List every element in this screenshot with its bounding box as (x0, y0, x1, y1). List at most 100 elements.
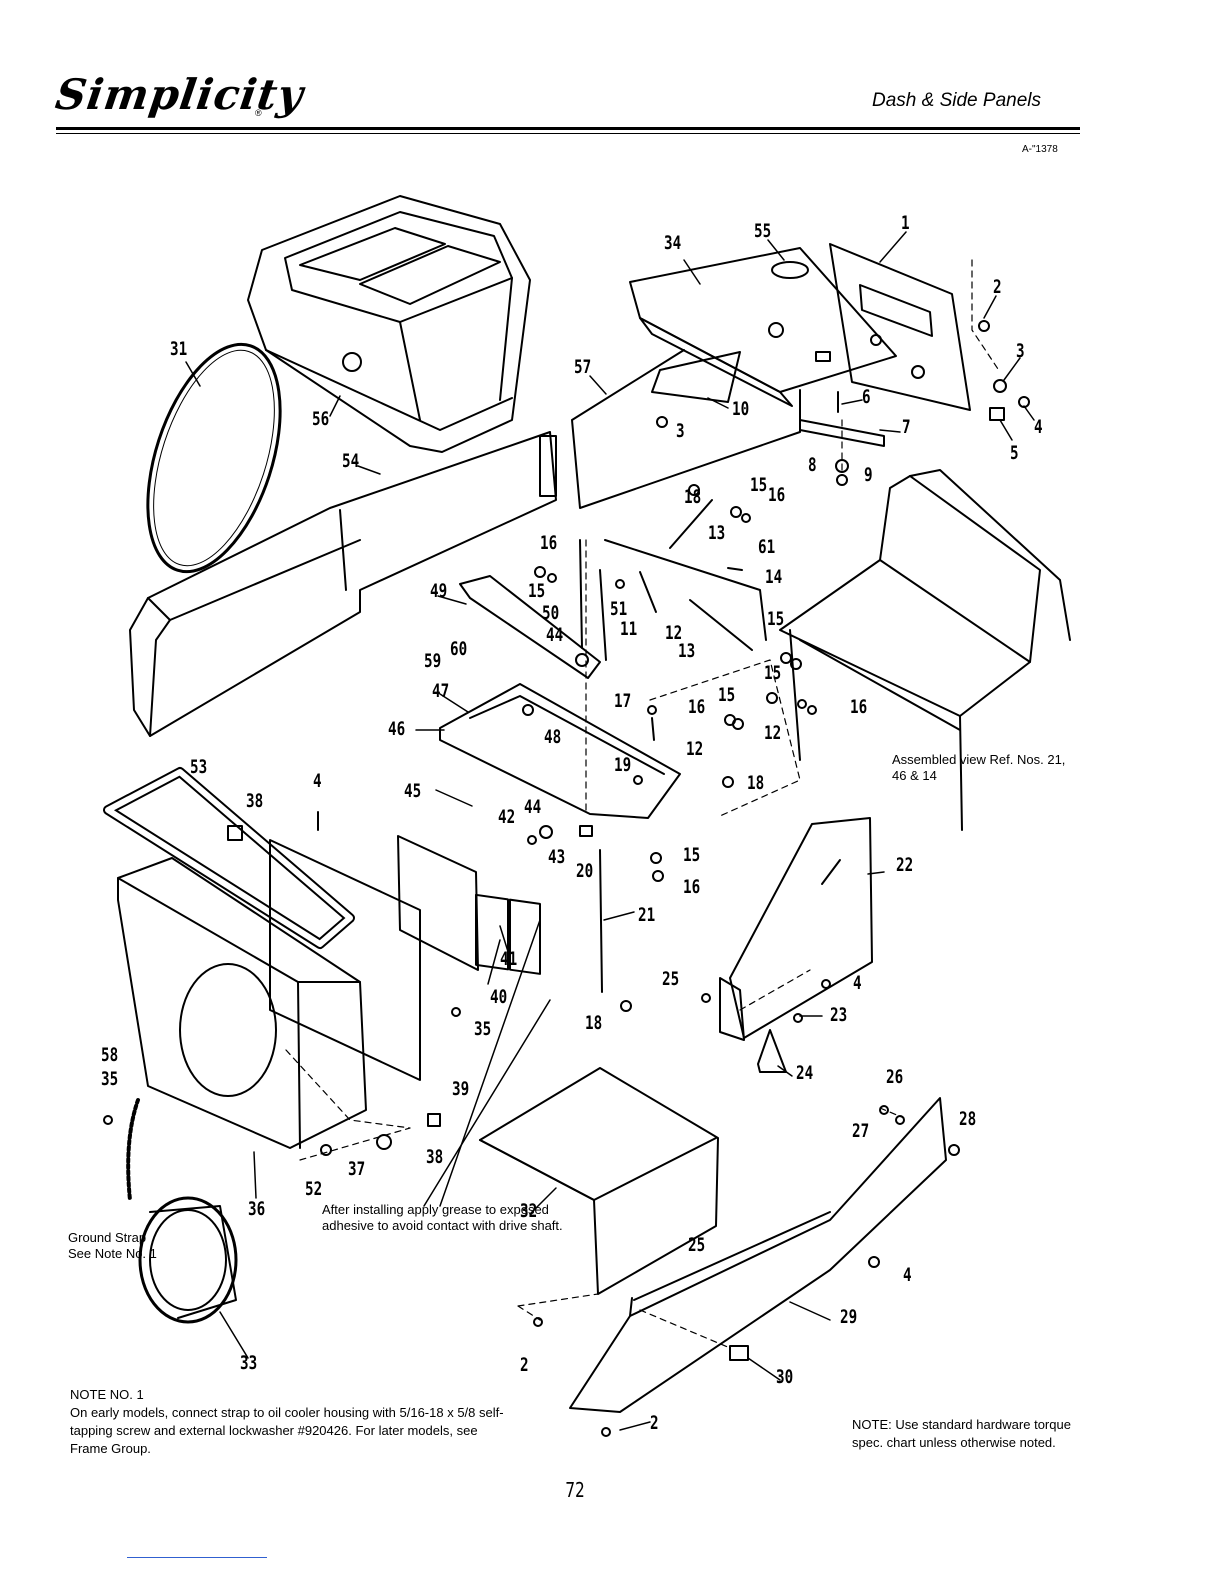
grease-note: After installing apply grease to exposed… (322, 1202, 563, 1233)
alignment-lines (285, 259, 1001, 1349)
callout-39: 39 (452, 1078, 470, 1100)
part-pad-right (509, 898, 541, 975)
callout-42: 42 (498, 806, 516, 828)
part-instrument-plate (829, 243, 971, 411)
callout-35b: 35 (101, 1068, 119, 1090)
callout-25b: 25 (688, 1234, 706, 1256)
callout-37: 37 (348, 1158, 366, 1180)
callout-44b: 44 (524, 796, 542, 818)
part-tunnel-cover (479, 1067, 719, 1295)
callout-3: 3 (1016, 340, 1025, 362)
part-handle-bar (103, 767, 355, 949)
callout-18b: 18 (747, 772, 765, 794)
callout-59: 59 (424, 650, 442, 672)
hardware-items (103, 320, 1030, 1437)
part-ground-strap (126, 1098, 140, 1202)
callout-15c: 15 (767, 608, 785, 630)
header-rule (56, 127, 1080, 130)
callout-22: 22 (896, 854, 914, 876)
leader-lines (185, 231, 1035, 1431)
callout-51: 51 (610, 598, 628, 620)
callout-49: 49 (430, 580, 448, 602)
part-rod-21 (599, 849, 603, 993)
callout-4b: 4 (313, 770, 322, 792)
header-rule-thin (56, 133, 1080, 134)
callout-15f: 15 (683, 844, 701, 866)
callout-31: 31 (170, 338, 188, 360)
callout-12c: 12 (686, 738, 704, 760)
callout-60: 60 (450, 638, 468, 660)
part-lower-side-panel (569, 1097, 947, 1413)
callout-33: 33 (240, 1352, 258, 1374)
callout-25: 25 (662, 968, 680, 990)
callout-58: 58 (101, 1044, 119, 1066)
callout-16: 16 (768, 484, 786, 506)
drawing-code: A-"1378 (1022, 144, 1058, 155)
part-clip (757, 1029, 787, 1073)
part-dash-housing (247, 195, 531, 453)
callout-13: 13 (708, 522, 726, 544)
callout-57: 57 (574, 356, 592, 378)
callout-45: 45 (404, 780, 422, 802)
note-1-body: On early models, connect strap to oil co… (70, 1405, 504, 1456)
callout-43: 43 (548, 846, 566, 868)
callout-54: 54 (342, 450, 360, 472)
callout-19: 19 (614, 754, 632, 776)
callout-6: 6 (862, 386, 871, 408)
callout-23: 23 (830, 1004, 848, 1026)
note-2: NOTE: Use standard hardware torque spec.… (852, 1417, 1071, 1450)
section-title: Dash & Side Panels (872, 90, 1041, 111)
callout-21: 21 (638, 904, 656, 926)
callout-16c: 16 (688, 696, 706, 718)
callout-36: 36 (248, 1198, 266, 1220)
callout-46: 46 (388, 718, 406, 740)
footer-line (127, 1557, 267, 1558)
callout-27: 27 (852, 1120, 870, 1142)
callout-38: 38 (246, 790, 264, 812)
brand-logo: Simplicity (52, 70, 307, 119)
part-dash-support (629, 247, 897, 407)
assembled-view-label: Assembled view Ref. Nos. 21, 46 & 14 (892, 752, 1066, 783)
callout-3b: 3 (676, 420, 685, 442)
callout-53: 53 (190, 756, 208, 778)
note-1: NOTE NO. 1 On early models, connect stra… (70, 1386, 510, 1458)
callout-41: 41 (500, 948, 518, 970)
callout-47: 47 (432, 680, 450, 702)
callout-35: 35 (474, 1018, 492, 1040)
part-plate-49 (459, 575, 601, 679)
callout-20: 20 (576, 860, 594, 882)
callout-61: 61 (758, 536, 776, 558)
note-1-title: NOTE NO. 1 (70, 1387, 144, 1402)
callout-8: 8 (808, 454, 817, 476)
callout-5: 5 (1010, 442, 1019, 464)
callout-18: 18 (684, 486, 702, 508)
callout-10: 10 (732, 398, 750, 420)
part-panel-39 (269, 839, 421, 1081)
callout-40: 40 (490, 986, 508, 1008)
part-rubber-block (729, 1345, 749, 1361)
part-belt (146, 342, 282, 574)
callout-24: 24 (796, 1062, 814, 1084)
part-seal-ring (138, 1196, 238, 1324)
callout-16b: 16 (540, 532, 558, 554)
callout-4d: 4 (903, 1264, 912, 1286)
callout-4c: 4 (853, 972, 862, 994)
part-right-side-panel (719, 817, 873, 1041)
callout-9: 9 (864, 464, 873, 486)
callout-48: 48 (544, 726, 562, 748)
callout-15e: 15 (718, 684, 736, 706)
callout-52: 52 (305, 1178, 323, 1200)
callout-12: 12 (665, 622, 683, 644)
part-left-side-panel (129, 431, 557, 737)
callout-26: 26 (886, 1066, 904, 1088)
callout-17: 17 (614, 690, 632, 712)
part-oil-cooler-housing (117, 857, 367, 1149)
callout-4: 4 (1034, 416, 1043, 438)
callout-1: 1 (901, 212, 910, 234)
callout-11: 11 (620, 618, 638, 640)
callout-2c: 2 (650, 1412, 659, 1434)
ground-strap-label: Ground Strap See Note No. 1 (68, 1230, 157, 1261)
callout-7: 7 (902, 416, 911, 438)
callout-13b: 13 (678, 640, 696, 662)
callout-15b: 15 (528, 580, 546, 602)
